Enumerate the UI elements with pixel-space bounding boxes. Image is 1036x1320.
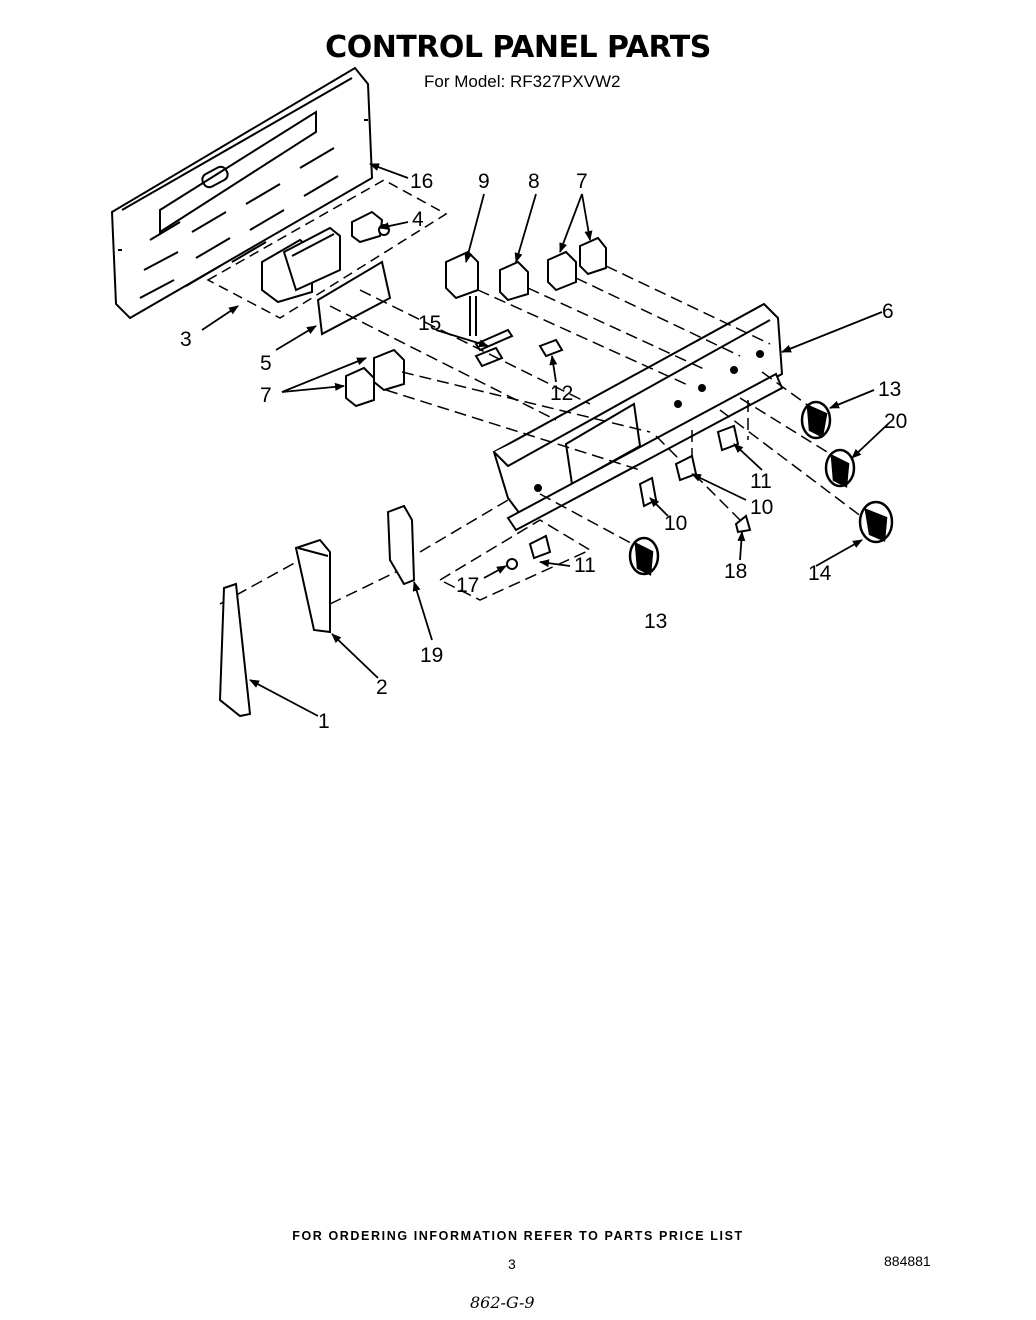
callout-arrows [201, 163, 889, 717]
page-number: 3 [508, 1256, 516, 1272]
part-control-console [492, 302, 784, 532]
callout-label: 1 [318, 710, 330, 733]
page-title: CONTROL PANEL PARTS [325, 30, 711, 65]
callout-label: 11 [750, 470, 772, 493]
callout-label: 10 [750, 496, 773, 519]
model-subtitle: For Model: RF327PXVW2 [424, 72, 621, 91]
callout-label: 16 [410, 170, 433, 193]
callout-label: 2 [376, 676, 388, 699]
callout-label: 7 [260, 384, 272, 407]
part-switches-upper [445, 236, 607, 336]
callout-label: 5 [260, 352, 272, 375]
callout-label: 13 [878, 378, 901, 401]
callout-label: 6 [882, 300, 894, 323]
callout-label: 8 [528, 170, 540, 193]
callout-label: 18 [724, 560, 747, 583]
dashed-leaders [219, 265, 867, 605]
callout-label: 7 [576, 170, 588, 193]
callout-labels: 16 4 3 9 8 7 15 5 12 7 6 13 20 11 10 10 … [180, 170, 907, 733]
callout-label: 15 [418, 312, 441, 335]
ordering-note: FOR ORDERING INFORMATION REFER TO PARTS … [292, 1229, 744, 1243]
callout-label: 12 [550, 382, 573, 405]
part-switch-board [261, 226, 392, 336]
part-bracket-outline [206, 179, 448, 319]
callout-label: 19 [420, 644, 443, 667]
handwritten-note: 862-G-9 [470, 1293, 535, 1312]
part-switches-left [345, 348, 405, 408]
callout-label: 3 [180, 328, 192, 351]
callout-label: 4 [412, 208, 424, 231]
callout-label: 9 [478, 170, 490, 193]
callout-label: 17 [456, 574, 479, 597]
part-small-pieces [474, 328, 564, 368]
part-end-caps [218, 504, 416, 718]
callout-label: 11 [574, 554, 596, 577]
document-number: 884881 [884, 1253, 931, 1269]
part-rear-panel [110, 66, 374, 320]
part-knobs [628, 400, 894, 576]
callout-label: 13 [644, 610, 667, 633]
part-clips [506, 424, 752, 570]
callout-label: 14 [808, 562, 832, 585]
callout-label: 20 [884, 410, 907, 433]
callout-label: 10 [664, 512, 687, 535]
